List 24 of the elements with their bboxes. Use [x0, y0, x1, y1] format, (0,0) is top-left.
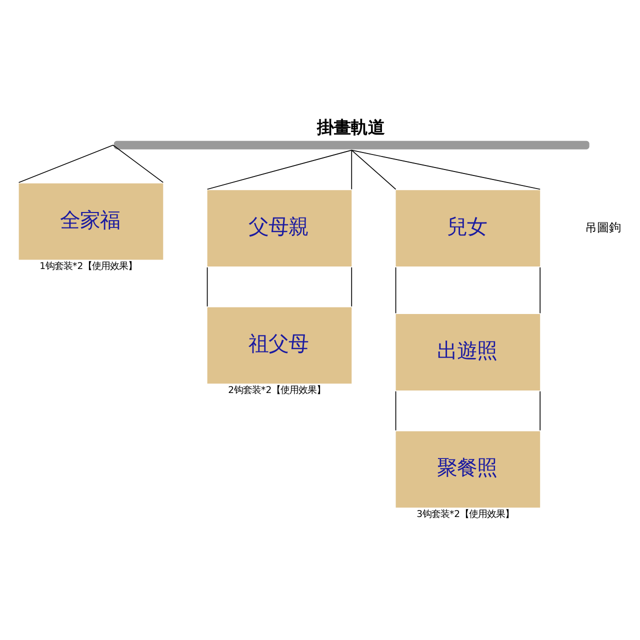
connector	[351, 150, 352, 190]
connector	[351, 150, 541, 190]
node-box: 出遊照	[396, 314, 540, 390]
connector	[18, 144, 114, 183]
connector	[206, 266, 208, 307]
label: 吊圖鉤	[584, 220, 621, 234]
connector	[395, 390, 396, 431]
node-label: 3钩套装*2【使用效果】	[416, 508, 514, 520]
node-box	[114, 140, 590, 150]
node-box: 祖父母	[207, 307, 352, 384]
connector	[351, 266, 352, 307]
node-label: 1钩套装*2【使用效果】	[40, 260, 138, 272]
node-label: 掛畫軌道	[316, 118, 385, 138]
node-box: 全家福	[18, 183, 164, 260]
connector	[206, 150, 352, 190]
node-box: 聚餐照	[396, 431, 540, 508]
connector	[540, 390, 541, 431]
connector	[395, 266, 396, 314]
node-label: 2钩套装*2【使用效果】	[228, 384, 326, 396]
connector	[540, 266, 541, 314]
node-box: 父母親	[207, 190, 352, 267]
node-box: 兒女	[396, 190, 540, 267]
connector	[112, 144, 164, 183]
connector	[351, 150, 396, 190]
